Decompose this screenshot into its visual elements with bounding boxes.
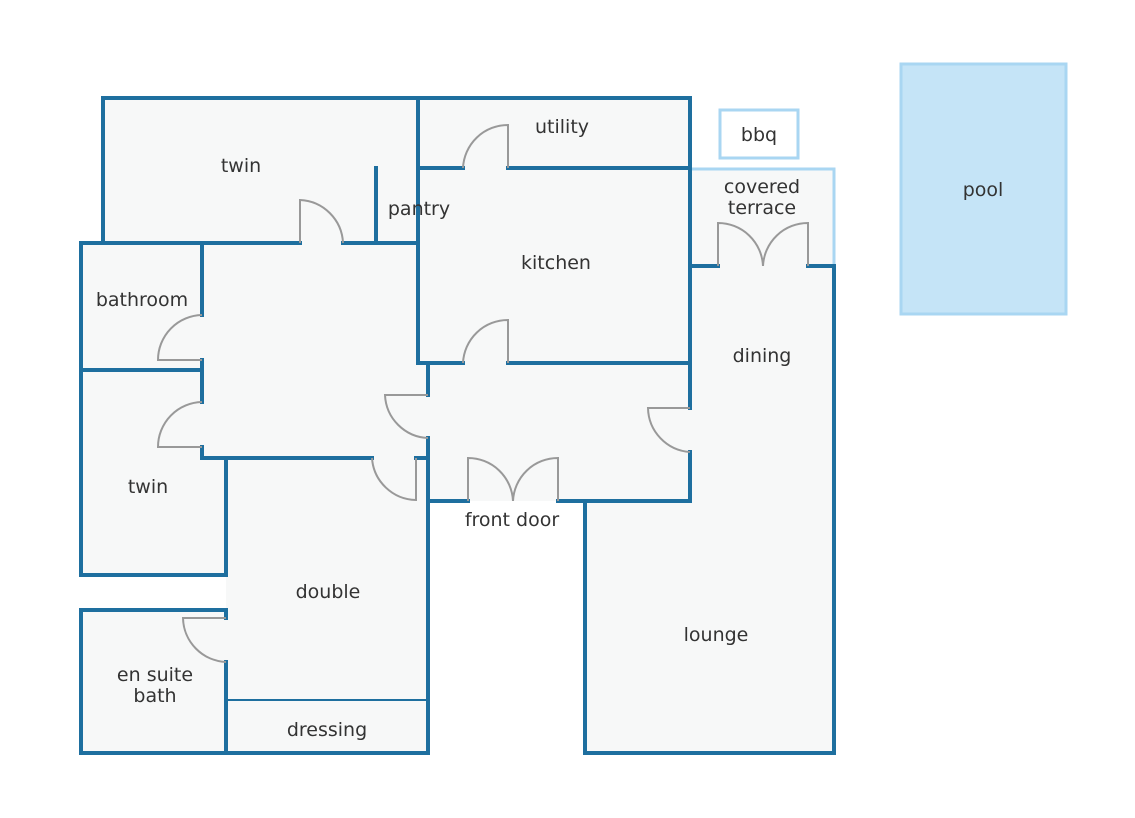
label-twin-left: twin <box>128 476 168 498</box>
door-twin-left <box>156 401 203 448</box>
terrace-door-right <box>762 221 809 267</box>
label-double: double <box>296 581 361 603</box>
label-dressing: dressing <box>287 719 367 741</box>
label-covered: covered <box>724 176 800 198</box>
door-swings <box>156 123 809 663</box>
label-kitchen: kitchen <box>521 252 591 274</box>
door-hall-1 <box>383 394 429 439</box>
room-labels: twin utility bbq pool pantry covered ter… <box>96 116 1003 741</box>
label-bathroom: bathroom <box>96 289 188 311</box>
label-en-suite: en suite <box>117 664 193 686</box>
label-utility: utility <box>535 116 589 138</box>
label-twin-top: twin <box>221 155 261 177</box>
label-dining: dining <box>733 345 792 367</box>
door-dining <box>646 407 691 453</box>
label-pool: pool <box>963 179 1004 201</box>
door-kitchen <box>462 318 509 364</box>
label-bbq: bbq <box>741 124 777 146</box>
front-door-left <box>467 456 514 502</box>
pool <box>899 62 1068 316</box>
door-hall-2 <box>371 457 417 502</box>
label-pantry: pantry <box>388 198 450 220</box>
label-bath: bath <box>133 685 176 707</box>
covered-terrace-outline <box>690 167 836 266</box>
thin-walls <box>226 500 690 701</box>
bbq-box <box>718 108 800 160</box>
terrace-door-left <box>717 221 764 267</box>
label-terrace: terrace <box>728 197 796 219</box>
door-utility <box>462 123 509 169</box>
door-twin-top <box>299 198 344 244</box>
label-lounge: lounge <box>684 624 749 646</box>
floor-fills <box>81 98 834 753</box>
door-en-suite <box>181 617 227 663</box>
label-front-door: front door <box>465 509 560 531</box>
door-bathroom <box>156 314 203 361</box>
front-door-right <box>512 456 559 502</box>
